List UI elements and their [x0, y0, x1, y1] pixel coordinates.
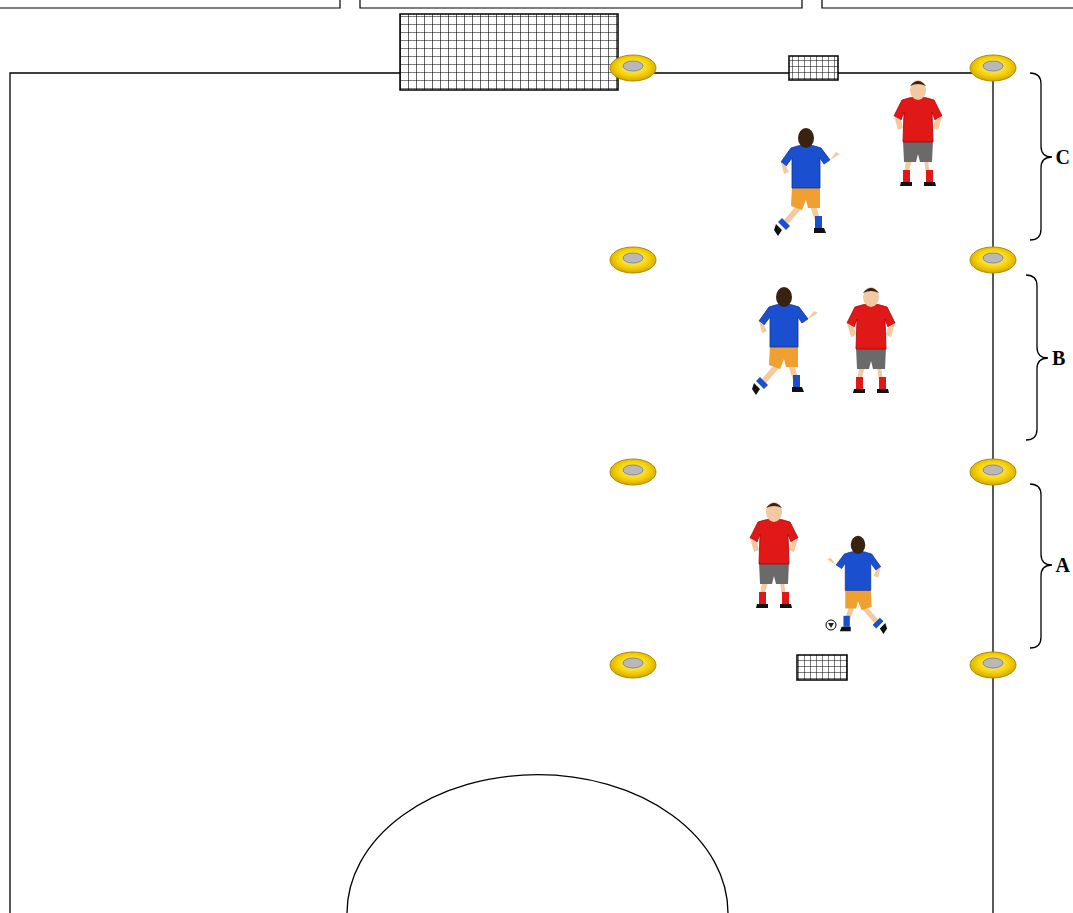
stand-outline [822, 0, 1073, 8]
mini-goal [789, 56, 838, 80]
red-player [894, 80, 942, 186]
zone-brackets [1026, 73, 1052, 648]
zone-label: C [1056, 147, 1070, 167]
curly-bracket [1030, 73, 1052, 240]
blue-player-kicking [827, 536, 887, 634]
cone [610, 652, 656, 678]
cone [610, 459, 656, 485]
ball-patch [828, 623, 834, 628]
stand-outlines [0, 0, 1073, 8]
zone-label: A [1056, 555, 1070, 575]
cone [970, 652, 1016, 678]
touch-line [10, 73, 993, 913]
stand-outline [360, 0, 802, 8]
curly-bracket [1026, 275, 1048, 440]
stand-outline [0, 0, 340, 8]
blue-player [827, 536, 887, 634]
mini-goal [797, 655, 847, 680]
players [750, 80, 942, 634]
cone [610, 247, 656, 273]
centre-circle [347, 775, 728, 913]
zone-label: B [1052, 348, 1065, 368]
cone [970, 247, 1016, 273]
red-player [847, 287, 895, 393]
red-player [750, 502, 798, 608]
curly-bracket [1030, 484, 1052, 648]
cone [610, 55, 656, 81]
blue-player [774, 128, 840, 236]
blue-player [752, 287, 818, 395]
pitch-lines [10, 73, 993, 913]
cones [610, 55, 1016, 678]
cone [970, 55, 1016, 81]
goal-net [400, 14, 618, 90]
cone [970, 459, 1016, 485]
ball [826, 620, 836, 630]
